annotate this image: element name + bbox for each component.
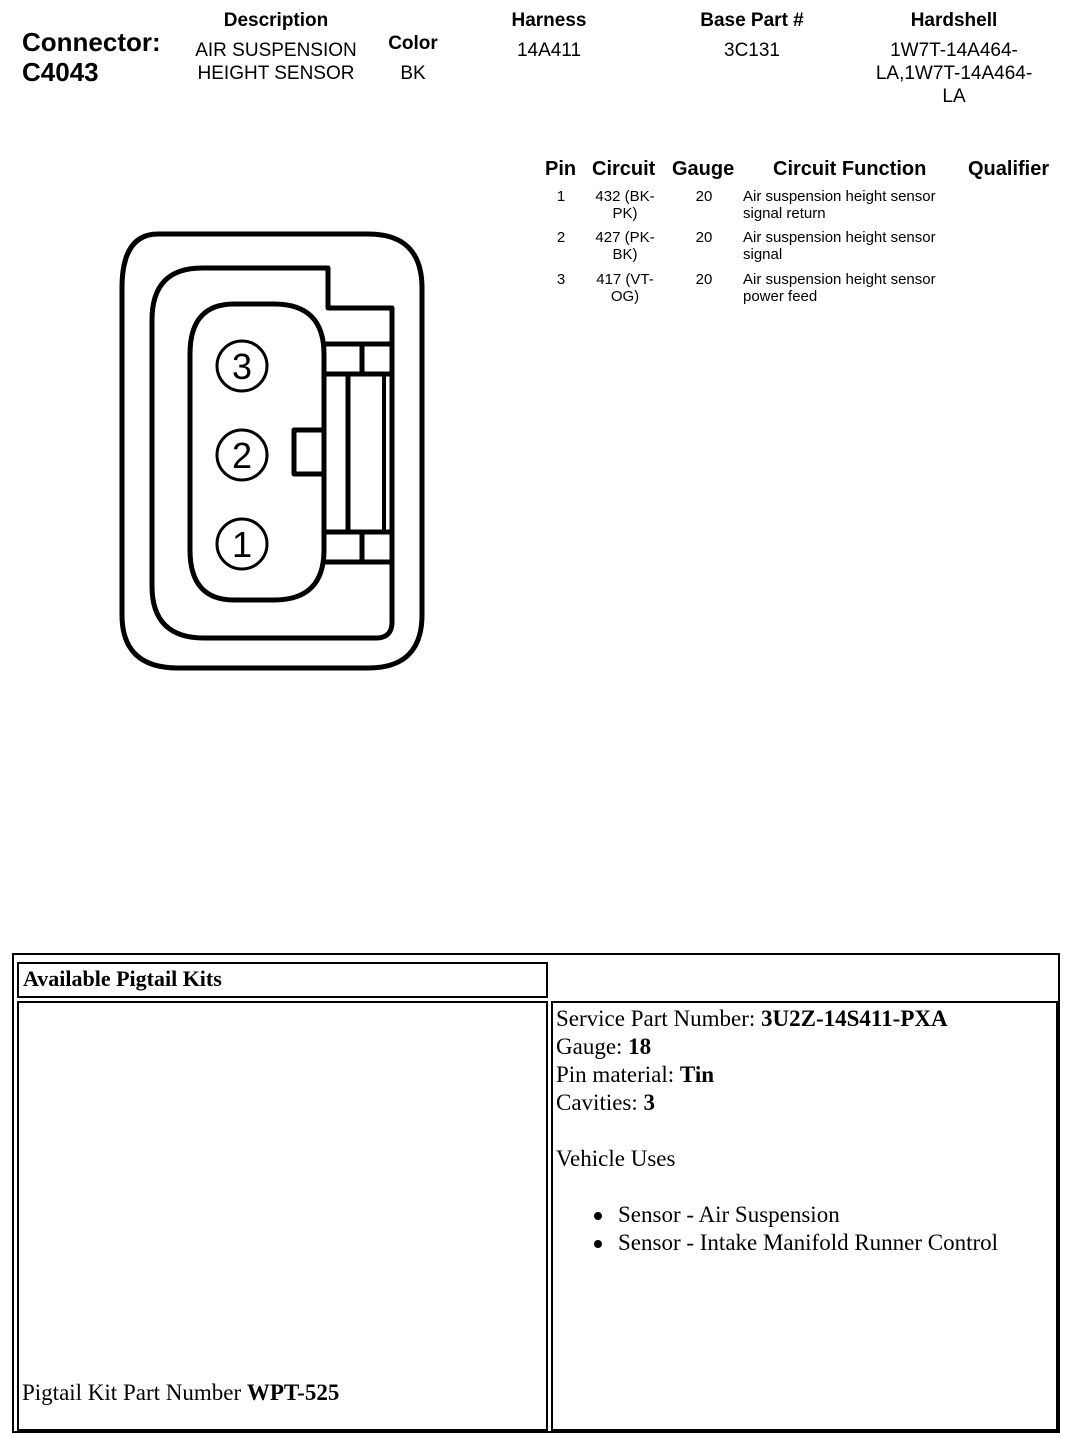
lock-ribs xyxy=(324,341,390,565)
pin-number: 1 xyxy=(556,188,566,205)
function-line-2: power feed xyxy=(743,288,818,305)
gauge-label: Gauge: xyxy=(556,1034,623,1059)
function-line-1: Air suspension height sensor xyxy=(743,271,936,288)
circuit-line-1: 417 (VT- xyxy=(596,271,654,288)
pin-material-label: Pin material: xyxy=(556,1062,675,1087)
pin-1-circle xyxy=(215,517,269,571)
base-part-value: 3C131 xyxy=(724,40,780,61)
pin-3-circle xyxy=(215,339,269,393)
circuit-line-2: PK) xyxy=(612,205,638,222)
description-header: Description xyxy=(223,10,329,31)
pigtail-details-cell: Service Part Number: 3U2Z-14S411-PXA Gau… xyxy=(551,1001,1058,1431)
hardshell-header: Hardshell xyxy=(910,10,998,31)
function-line-2: signal xyxy=(743,246,783,263)
kit-label: Pigtail Kit Part Number xyxy=(22,1380,242,1405)
color-header: Color xyxy=(388,33,438,54)
circuit-value: 417 (VT- OG) xyxy=(585,271,665,305)
cavities-line: Cavities: 3 xyxy=(556,1089,998,1117)
function-value: Air suspension height sensor signal retu… xyxy=(743,188,963,222)
connector-face-diagram: 3 2 1 xyxy=(119,231,425,671)
bullet-icon xyxy=(594,1240,602,1248)
connector-outer-housing xyxy=(119,231,425,671)
service-part-value: 3U2Z-14S411-PXA xyxy=(761,1006,948,1031)
pigtail-kit-number: Pigtail Kit Part Number WPT-525 xyxy=(22,1379,339,1407)
gauge-col-header: Gauge xyxy=(672,158,735,180)
pin-col-header: Pin xyxy=(545,158,577,180)
service-part-label: Service Part Number: xyxy=(556,1006,756,1031)
connector-label: Connector: xyxy=(22,27,161,57)
qualifier-col-header: Qualifier xyxy=(968,158,1050,180)
circuit-value: 427 (PK- BK) xyxy=(585,229,665,263)
harness-value: 14A411 xyxy=(516,40,582,61)
pin-2-label: 2 xyxy=(232,435,252,476)
hardshell-value: 1W7T-14A464- LA,1W7T-14A464- LA xyxy=(854,39,1054,108)
function-line-2: signal return xyxy=(743,205,826,222)
connector-label-block: Connector: C4043 xyxy=(22,27,161,87)
pin-cavity-outline xyxy=(187,301,327,603)
function-value: Air suspension height sensor power feed xyxy=(743,271,963,305)
function-col-header: Circuit Function xyxy=(773,158,927,180)
service-part-line: Service Part Number: 3U2Z-14S411-PXA xyxy=(556,1005,998,1033)
description-line-2: HEIGHT SENSOR xyxy=(197,63,355,84)
function-value: Air suspension height sensor signal xyxy=(743,229,963,263)
pin-1-label: 1 xyxy=(232,524,252,565)
description-value: AIR SUSPENSION HEIGHT SENSOR xyxy=(176,39,376,85)
pin-3-label: 3 xyxy=(232,346,252,387)
pin-material-line: Pin material: Tin xyxy=(556,1061,998,1089)
cavities-value: 3 xyxy=(643,1090,656,1115)
hardshell-line-3: LA xyxy=(942,86,966,107)
function-line-1: Air suspension height sensor xyxy=(743,229,936,246)
pigtail-kit-cell: Pigtail Kit Part Number WPT-525 xyxy=(17,1001,548,1431)
latch-tab xyxy=(291,427,327,477)
bullet-icon xyxy=(594,1212,602,1220)
kit-value: WPT-525 xyxy=(246,1380,340,1405)
gauge-value: 20 xyxy=(695,271,713,288)
base-part-header: Base Part # xyxy=(700,10,804,31)
pin-number: 2 xyxy=(556,229,566,246)
circuit-line-1: 427 (PK- xyxy=(595,229,655,246)
gauge-value: 18 xyxy=(628,1034,652,1059)
circuit-value: 432 (BK- PK) xyxy=(585,188,665,222)
use-text: Sensor - Air Suspension xyxy=(618,1202,840,1227)
gauge-line: Gauge: 18 xyxy=(556,1033,998,1061)
function-line-1: Air suspension height sensor xyxy=(743,188,936,205)
circuit-col-header: Circuit xyxy=(592,158,656,180)
gauge-value: 20 xyxy=(695,188,713,205)
hardshell-line-2: LA,1W7T-14A464- xyxy=(875,63,1033,84)
pigtail-title: Available Pigtail Kits xyxy=(23,966,222,991)
cavities-label: Cavities: xyxy=(556,1090,638,1115)
list-item: Sensor - Air Suspension xyxy=(556,1201,998,1229)
pin-material-value: Tin xyxy=(679,1062,715,1087)
connector-id: C4043 xyxy=(22,57,99,87)
gauge-value: 20 xyxy=(695,229,713,246)
vehicle-uses-list: Sensor - Air Suspension Sensor - Intake … xyxy=(556,1201,998,1257)
pigtail-title-cell: Available Pigtail Kits xyxy=(17,962,548,998)
description-line-1: AIR SUSPENSION xyxy=(195,40,357,61)
pin-2-circle xyxy=(215,428,269,482)
color-value: BK xyxy=(400,63,426,84)
circuit-line-1: 432 (BK- xyxy=(595,188,655,205)
list-item: Sensor - Intake Manifold Runner Control xyxy=(556,1229,998,1257)
circuit-line-2: OG) xyxy=(610,288,640,305)
use-text: Sensor - Intake Manifold Runner Control xyxy=(618,1230,999,1255)
connector-inner-housing xyxy=(149,265,395,641)
hardshell-line-1: 1W7T-14A464- xyxy=(890,40,1018,61)
vehicle-uses-heading: Vehicle Uses xyxy=(556,1146,676,1171)
pin-number: 3 xyxy=(556,271,566,288)
harness-header: Harness xyxy=(511,10,587,31)
circuit-line-2: BK) xyxy=(612,246,638,263)
